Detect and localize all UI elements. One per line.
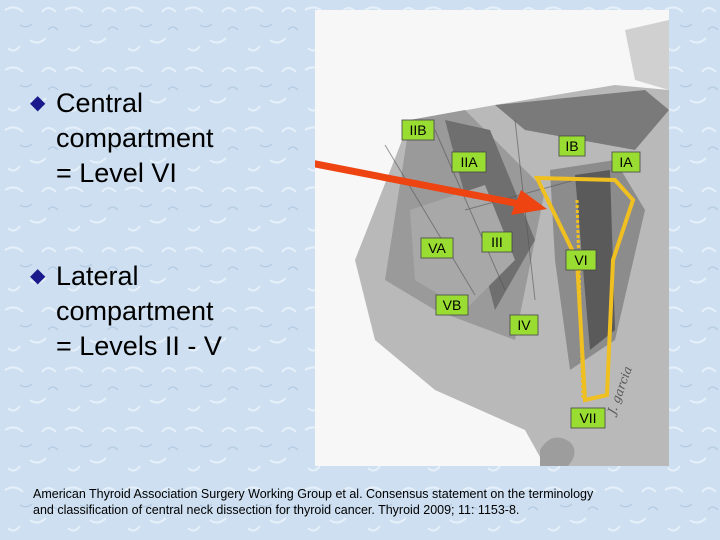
label-IIA-text: IIA	[460, 154, 478, 170]
label-IIA: IIA	[451, 151, 487, 173]
label-VB: VB	[435, 294, 469, 316]
label-III: III	[481, 231, 513, 253]
label-IV-text: IV	[517, 317, 531, 333]
label-VA-text: VA	[428, 240, 446, 256]
diamond-bullet-icon: ◆	[30, 265, 46, 287]
label-VII-text: VII	[579, 410, 596, 426]
label-VA: VA	[420, 237, 454, 259]
label-VI-text: VI	[574, 252, 587, 268]
citation: American Thyroid Association Surgery Wor…	[33, 486, 713, 518]
label-VB-text: VB	[443, 297, 462, 313]
label-IV: IV	[509, 314, 539, 336]
bullet-central: ◆ Central compartment = Level VI	[30, 86, 214, 191]
red-arrow	[315, 160, 547, 215]
label-VI: VI	[565, 249, 597, 271]
label-III-text: III	[491, 234, 503, 250]
bullet-lateral-line3: = Levels II - V	[56, 331, 222, 361]
label-IB-text: IB	[565, 138, 578, 154]
bullet-central-line1: Central	[56, 88, 144, 118]
bullet-central-line2: compartment	[56, 123, 214, 153]
label-IIB-text: IIB	[409, 122, 426, 138]
label-IB: IB	[558, 135, 586, 157]
label-VII: VII	[570, 407, 606, 429]
diamond-bullet-icon: ◆	[30, 92, 46, 114]
label-IA: IA	[611, 151, 641, 173]
bullet-central-line3: = Level VI	[56, 158, 177, 188]
central-compartment-outline	[533, 175, 636, 403]
bullet-lateral-line2: compartment	[56, 296, 214, 326]
label-IA-text: IA	[619, 154, 633, 170]
citation-line1: American Thyroid Association Surgery Wor…	[33, 487, 594, 501]
label-IIB: IIB	[401, 119, 435, 141]
midline-dashed	[575, 199, 585, 401]
citation-line2: and classification of central neck disse…	[33, 503, 520, 517]
neck-anatomy-figure: IIB IB IIA IA VA III VI VB IV VII J. gar…	[315, 10, 669, 466]
bullet-lateral-line1: Lateral	[56, 261, 139, 291]
bullet-lateral: ◆ Lateral compartment = Levels II - V	[30, 259, 222, 364]
